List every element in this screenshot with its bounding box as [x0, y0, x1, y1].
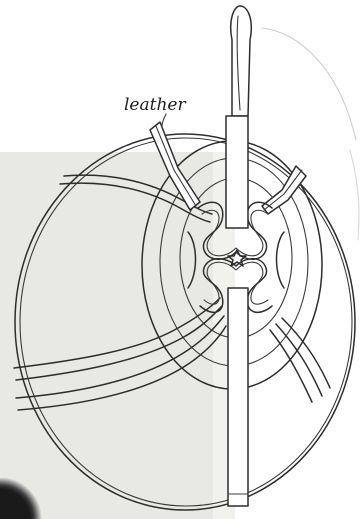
right-strap-edge-c	[270, 330, 312, 402]
material-label: leather	[124, 95, 186, 115]
arm-strap-upper-edge-b	[16, 306, 222, 380]
handle-loop-top	[231, 6, 252, 116]
arm-strap-lower-edge-a	[16, 316, 224, 398]
construction-arc-top	[262, 28, 356, 140]
handle-strap-upper	[226, 116, 248, 228]
label-leader-line	[162, 114, 166, 126]
knot-right-loop	[277, 232, 285, 288]
knot-left-loop	[188, 232, 196, 288]
right-strap-edge-a	[282, 318, 330, 388]
construction-arc-right	[350, 150, 359, 240]
handle-strap-lower	[228, 288, 248, 506]
arm-strap-lower-edge-b	[18, 326, 226, 410]
